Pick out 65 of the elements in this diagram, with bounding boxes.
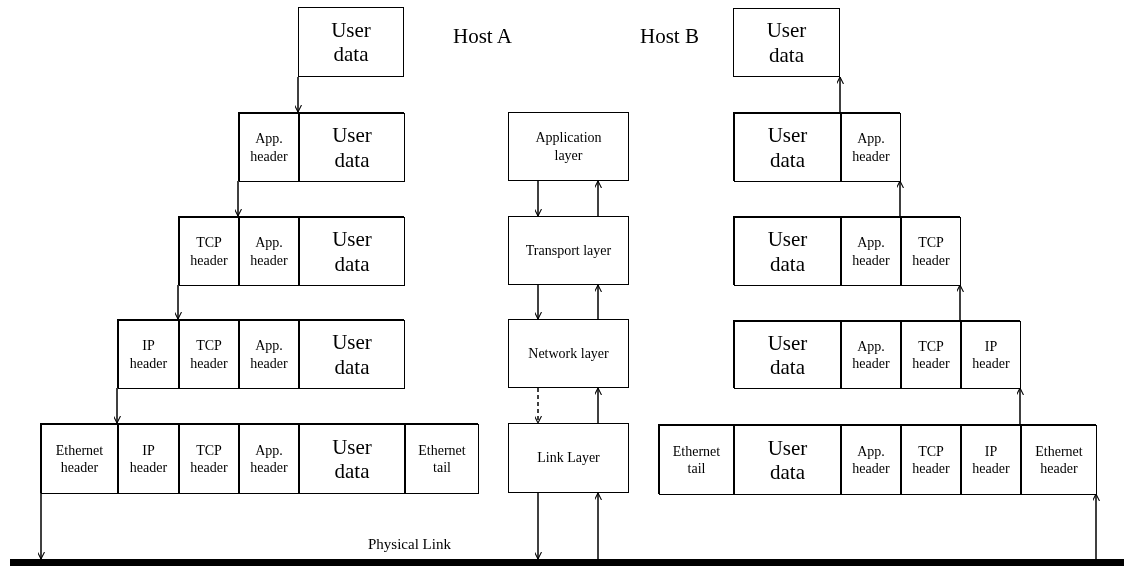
- packet-field: TCP header: [901, 217, 961, 286]
- packet-field: TCP header: [179, 217, 239, 286]
- data-box: User data: [733, 8, 840, 77]
- packet-field: App. header: [239, 320, 299, 389]
- arrow: [836, 76, 845, 113]
- packet-field: Ethernet tail: [405, 424, 479, 494]
- arrow: [594, 387, 603, 424]
- layer-box: Link Layer: [508, 423, 629, 493]
- packet-field: App. header: [239, 217, 299, 286]
- layer-box: Transport layer: [508, 216, 629, 285]
- arrow: [534, 180, 543, 217]
- packet-frame: [658, 424, 1096, 494]
- packet-field: Ethernet tail: [659, 425, 734, 495]
- arrow: [234, 180, 243, 217]
- arrow: [594, 492, 603, 560]
- link-label: Physical Link: [368, 536, 451, 553]
- packet-field: User data: [299, 113, 405, 182]
- arrow: [113, 387, 122, 424]
- data-box: User data: [298, 7, 404, 77]
- arrow: [534, 284, 543, 320]
- packet-field: User data: [734, 217, 841, 286]
- packet-field: User data: [734, 113, 841, 182]
- packet-frame: [40, 423, 478, 493]
- arrow: [534, 492, 543, 560]
- packet-field: App. header: [239, 113, 299, 182]
- layer-box: Application layer: [508, 112, 629, 181]
- arrow: [956, 284, 965, 321]
- arrow: [1016, 387, 1025, 425]
- packet-field: App. header: [841, 425, 901, 495]
- packet-field: App. header: [841, 217, 901, 286]
- packet-field: User data: [299, 320, 405, 389]
- arrow: [1091, 493, 1101, 560]
- packet-field: Ethernet header: [41, 424, 118, 494]
- packet-field: App. header: [841, 321, 901, 389]
- arrow: [594, 284, 603, 320]
- packet-field: Ethernet header: [1021, 425, 1097, 495]
- packet-frame: [733, 320, 1020, 388]
- host-label: Host B: [640, 24, 699, 49]
- packet-frame: [238, 112, 404, 181]
- packet-frame: [117, 319, 404, 388]
- arrow: [534, 387, 543, 424]
- packet-field: User data: [734, 425, 841, 495]
- layer-box: Network layer: [508, 319, 629, 388]
- packet-field: User data: [734, 321, 841, 389]
- host-label: Host A: [453, 24, 512, 49]
- packet-field: IP header: [961, 321, 1021, 389]
- packet-field: User data: [299, 424, 405, 494]
- packet-field: TCP header: [901, 321, 961, 389]
- packet-frame: [178, 216, 404, 285]
- packet-field: IP header: [118, 320, 179, 389]
- arrow: [896, 180, 905, 217]
- packet-field: App. header: [239, 424, 299, 494]
- packet-field: IP header: [961, 425, 1021, 495]
- arrow: [594, 180, 603, 217]
- arrow: [174, 284, 183, 320]
- packet-field: User data: [299, 217, 405, 286]
- arrow: [294, 76, 302, 113]
- packet-field: TCP header: [901, 425, 961, 495]
- packet-field: TCP header: [179, 320, 239, 389]
- packet-field: App. header: [841, 113, 901, 182]
- packet-frame: [733, 216, 960, 285]
- packet-field: TCP header: [179, 424, 239, 494]
- arrow: [37, 492, 46, 560]
- packet-field: IP header: [118, 424, 179, 494]
- packet-frame: [733, 112, 900, 181]
